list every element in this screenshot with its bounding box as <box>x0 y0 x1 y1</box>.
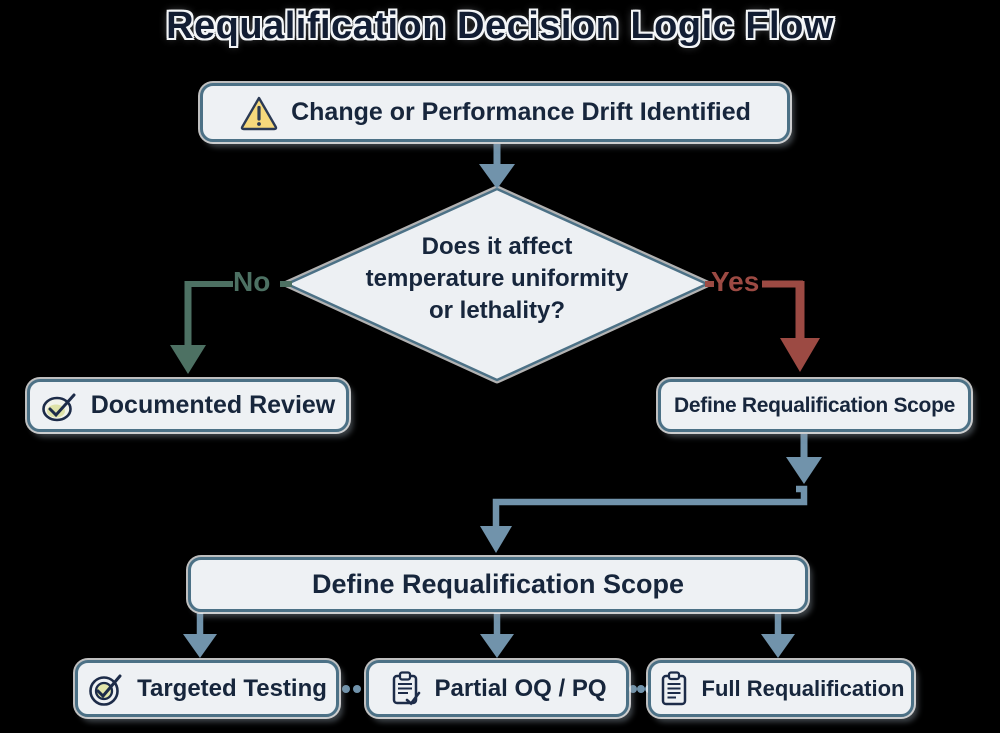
blue-arrowheads <box>183 164 822 693</box>
decision-line-2: temperature uniformity <box>365 264 629 292</box>
node-label: Define Requalification Scope <box>674 393 955 417</box>
yes-branch-label: Yes <box>711 266 760 297</box>
node-define-scope-main: Define Requalification Scope <box>188 557 808 612</box>
warning-triangle-icon <box>240 96 278 130</box>
no-branch-connector <box>170 281 292 374</box>
node-label: Full Requalification <box>701 675 905 701</box>
node-partial-oq-pq: Partial OQ / PQ <box>366 660 629 717</box>
node-change-identified: Change or Performance Drift Identified <box>200 83 790 142</box>
decision-diamond <box>283 185 711 384</box>
node-label: Documented Review <box>90 391 336 419</box>
yes-branch-connector <box>705 280 820 372</box>
node-decision-question: Does it affect temperature uniformity or… <box>337 231 657 327</box>
clipboard-check-icon <box>393 670 421 705</box>
decision-line-1: Does it affect <box>421 233 573 260</box>
clipboard-icon <box>661 670 686 705</box>
check-oval-icon <box>41 393 76 421</box>
node-documented-review: Documented Review <box>27 379 349 432</box>
decision-line-3: or lethality? <box>428 296 566 324</box>
page-title: Requalification Decision Logic Flow <box>166 5 834 47</box>
check-target-icon <box>89 674 122 706</box>
node-label: Partial OQ / PQ <box>434 674 607 702</box>
node-label: Define Requalification Scope <box>311 569 685 599</box>
node-define-scope-side: Define Requalification Scope <box>658 379 971 432</box>
node-label: Change or Performance Drift Identified <box>291 98 751 126</box>
node-targeted-testing: Targeted Testing <box>75 660 339 717</box>
node-full-requalification: Full Requalification <box>648 660 914 717</box>
blue-connector-lines <box>196 144 808 636</box>
no-branch-label: No <box>233 266 271 297</box>
node-label: Targeted Testing <box>137 674 327 702</box>
